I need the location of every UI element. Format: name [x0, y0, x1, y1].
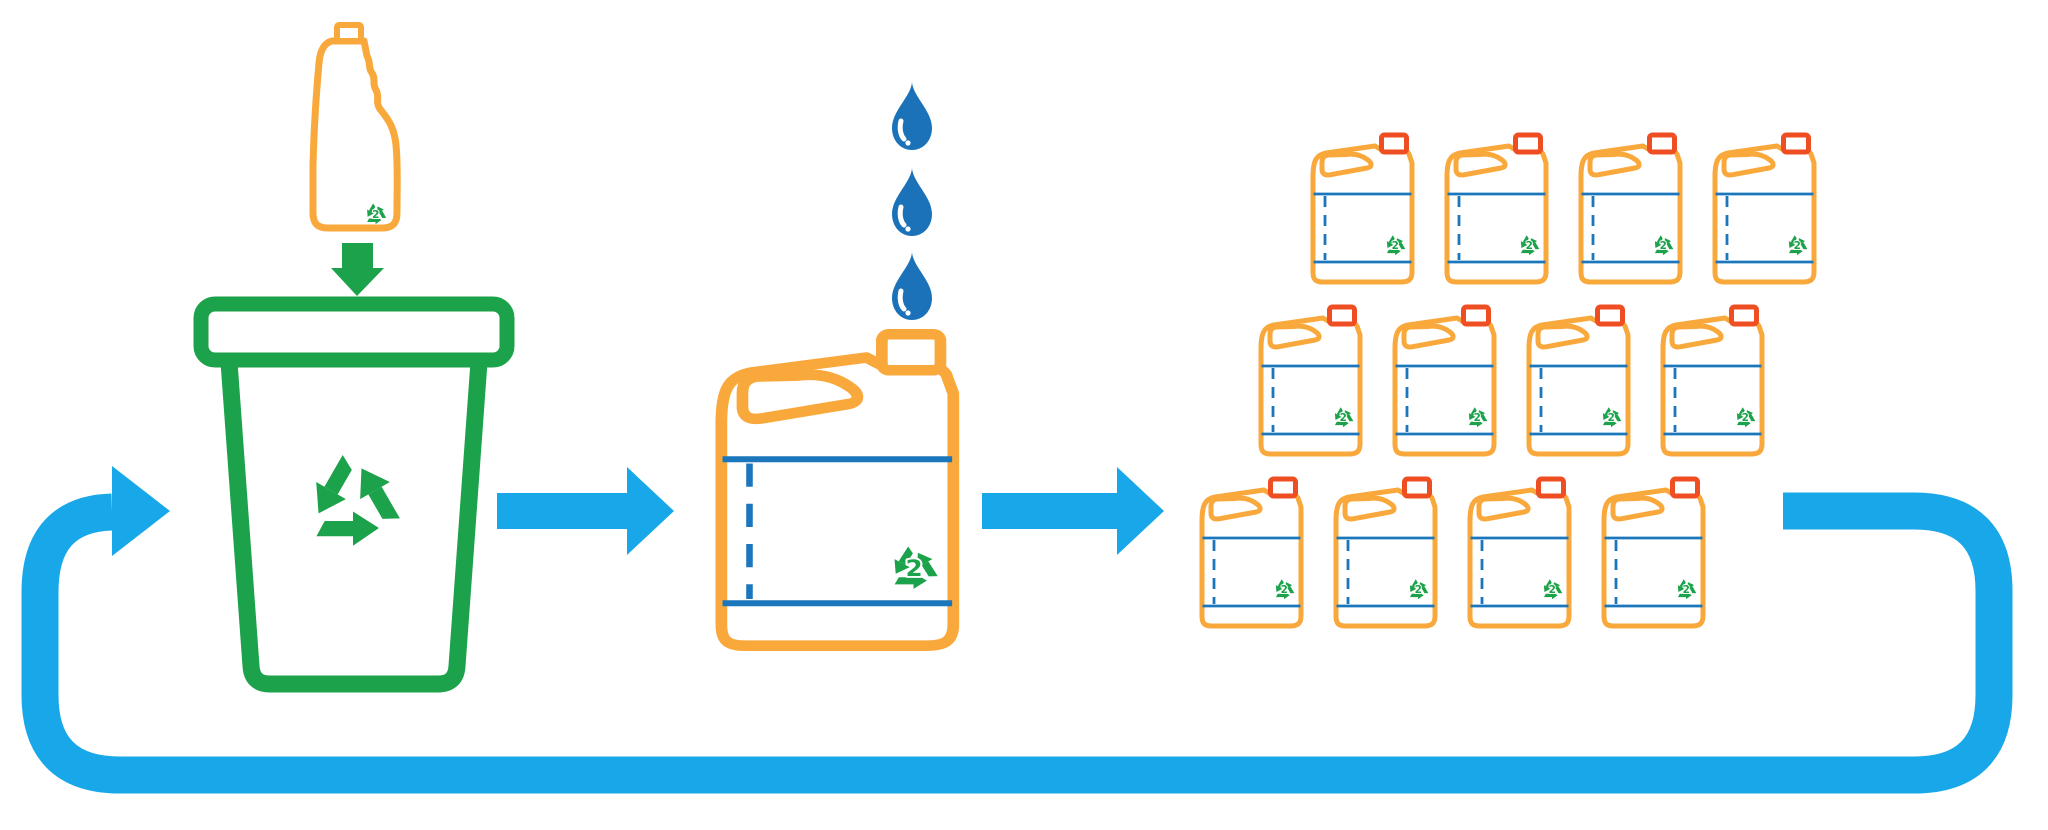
water-drop-icon — [892, 80, 932, 150]
bottle-cap-icon — [334, 22, 364, 44]
recycled-jug-icon — [1715, 135, 1814, 282]
water-drop-icon — [892, 250, 932, 320]
used-bottle-icon — [309, 22, 401, 232]
stage-collection — [193, 22, 515, 693]
bottle-body-outline — [309, 37, 401, 232]
cycle-return-arrowhead-icon — [112, 466, 170, 556]
process-arrow-2-icon — [982, 467, 1164, 555]
recycled-jug-icon — [1336, 479, 1435, 626]
cycle-return-path — [21, 492, 2013, 794]
deposit-arrow-icon — [331, 243, 384, 296]
bin-lid-icon — [193, 296, 515, 368]
cycle-return-arrow — [21, 466, 2013, 794]
recycled-jug-icon — [1313, 135, 1412, 282]
recycled-jug-icon — [1202, 479, 1301, 626]
process-arrow-1-icon — [497, 467, 674, 555]
stage-washing — [721, 80, 953, 646]
recycled-jug-grid — [1202, 135, 1814, 626]
recycled-jug-icon — [1529, 307, 1628, 454]
recycled-jug-icon — [1395, 307, 1494, 454]
recycled-jug-icon — [1581, 135, 1680, 282]
recycled-jug-icon — [1261, 307, 1360, 454]
recycled-jug-icon — [1604, 479, 1703, 626]
washed-jug-icon — [721, 334, 953, 645]
recycled-jug-icon — [1447, 135, 1546, 282]
recycling-bin-icon — [193, 296, 515, 693]
water-drop-icon — [892, 166, 932, 236]
recycled-jug-icon — [1470, 479, 1569, 626]
recycled-jug-icon — [1663, 307, 1762, 454]
